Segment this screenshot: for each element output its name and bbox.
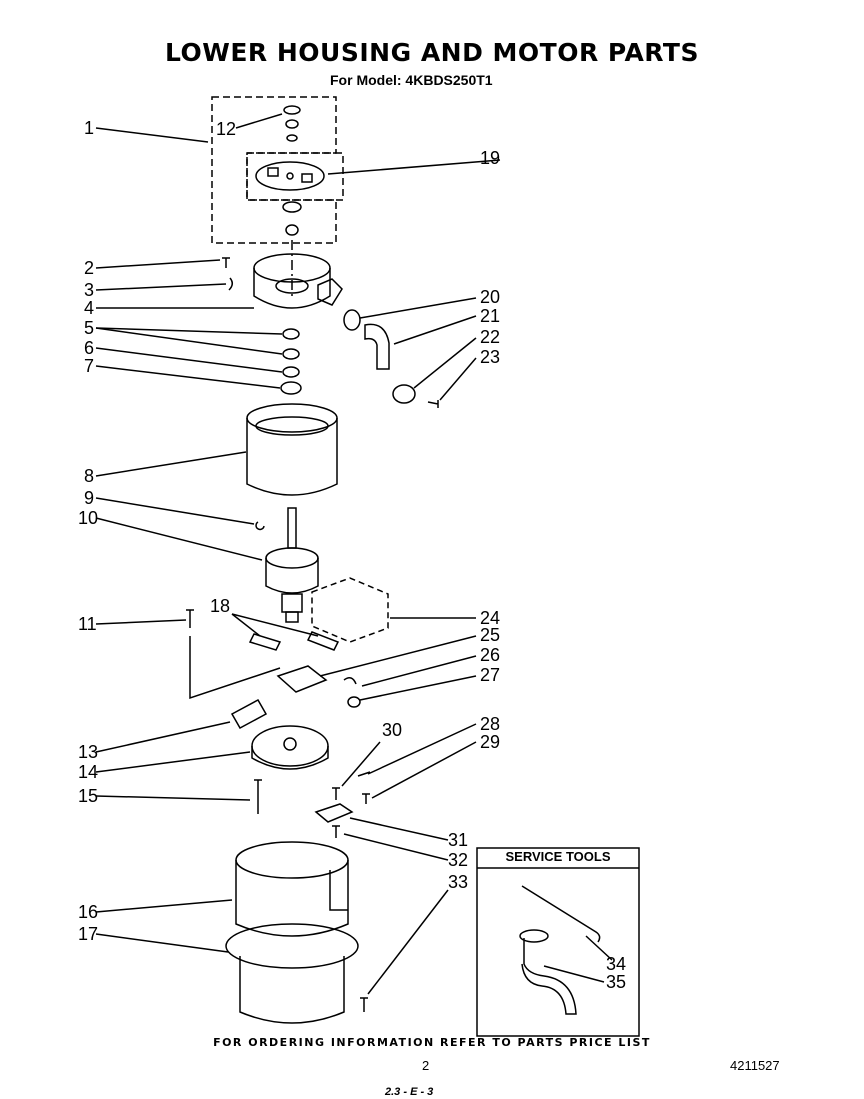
part-9-clip xyxy=(255,521,265,531)
part-13-capacitor xyxy=(230,698,268,730)
part-5-washer xyxy=(282,328,300,340)
callout-11: 11 xyxy=(78,614,97,634)
callout-15: 15 xyxy=(78,786,98,806)
part-25-plate xyxy=(276,665,328,693)
callout-16: 16 xyxy=(78,902,98,922)
callout-27: 27 xyxy=(480,665,500,685)
part-11-screw xyxy=(186,609,194,628)
callout-9: 9 xyxy=(84,488,94,508)
part-23-screw xyxy=(427,400,439,408)
callout-1: 1 xyxy=(84,118,94,138)
callout-17: 17 xyxy=(78,924,98,944)
callout-3: 3 xyxy=(84,280,94,300)
part-15-bolt xyxy=(254,779,262,814)
part-29-screw xyxy=(362,793,370,804)
callout-12: 12 xyxy=(216,119,236,139)
part-18-brush-right xyxy=(306,631,340,651)
part-20-gasket xyxy=(343,309,361,331)
callout-31: 31 xyxy=(448,830,468,850)
part-32-screw xyxy=(332,825,340,838)
callout-10: 10 xyxy=(78,508,98,528)
callout-28: 28 xyxy=(480,714,500,734)
part-30-screw xyxy=(332,787,340,800)
part-3-clip xyxy=(228,277,233,291)
callout-18: 18 xyxy=(210,596,230,616)
part-7-washer xyxy=(280,381,302,395)
leader-lines xyxy=(95,113,613,995)
callout-14: 14 xyxy=(78,762,98,782)
callout-33: 33 xyxy=(448,872,468,892)
callout-26: 26 xyxy=(480,645,500,665)
callout-5: 5 xyxy=(84,318,94,338)
callout-25: 25 xyxy=(480,625,500,645)
part-6-washer xyxy=(282,348,300,360)
part-17-shell xyxy=(225,923,359,969)
callout-22: 22 xyxy=(480,327,500,347)
part-26-clip xyxy=(343,677,357,685)
part-16-housing xyxy=(235,841,349,879)
document-number: 4211527 xyxy=(730,1058,780,1073)
kit-box-outline xyxy=(211,96,337,244)
callout-6: 6 xyxy=(84,338,94,358)
callout-21: 21 xyxy=(480,306,500,326)
part-8-stator xyxy=(246,403,338,433)
part-10-rotor xyxy=(287,507,297,549)
part-33-screw xyxy=(360,997,368,1012)
callout-29: 29 xyxy=(480,732,500,752)
part-34-wrench xyxy=(521,885,601,943)
part-18-brush-left xyxy=(248,633,282,651)
callout-labels: 1 2 3 4 5 6 7 8 9 10 11 12 13 14 15 16 1… xyxy=(78,118,626,992)
callout-20: 20 xyxy=(480,287,500,307)
callout-23: 23 xyxy=(480,347,500,367)
part-19-plate xyxy=(255,161,325,191)
plate-box-outline xyxy=(246,152,344,201)
callout-24: 24 xyxy=(480,608,500,628)
callout-7: 7 xyxy=(84,356,94,376)
page-number: 2 xyxy=(422,1058,430,1073)
part-21-elbow xyxy=(364,323,390,370)
service-tools-title: SERVICE TOOLS xyxy=(505,849,611,864)
callout-2: 2 xyxy=(84,258,94,278)
callout-13: 13 xyxy=(78,742,98,762)
callout-32: 32 xyxy=(448,850,468,870)
service-tools-box xyxy=(476,847,640,1037)
part-27-nut xyxy=(347,696,361,708)
part-14-endbell xyxy=(251,725,329,767)
handwritten-note: 2.3 - E - 3 xyxy=(385,1086,434,1098)
ordering-note: FOR ORDERING INFORMATION REFER TO PARTS … xyxy=(213,1036,651,1049)
page-title: LOWER HOUSING AND MOTOR PARTS xyxy=(164,38,699,67)
callout-30: 30 xyxy=(382,720,402,740)
model-line: For Model: 4KBDS250T1 xyxy=(330,72,493,88)
callout-4: 4 xyxy=(84,298,94,318)
part-28-pin xyxy=(357,771,371,777)
part-12-cap xyxy=(283,105,301,115)
callout-35: 35 xyxy=(606,972,626,992)
part-24-box xyxy=(311,577,389,643)
part-2-screw xyxy=(222,257,230,268)
part-31-bracket xyxy=(314,803,354,823)
callout-34: 34 xyxy=(606,954,626,974)
part-22-clamp xyxy=(392,384,416,404)
callout-19: 19 xyxy=(480,148,500,168)
callout-8: 8 xyxy=(84,466,94,486)
part-35-tool xyxy=(519,929,577,1015)
